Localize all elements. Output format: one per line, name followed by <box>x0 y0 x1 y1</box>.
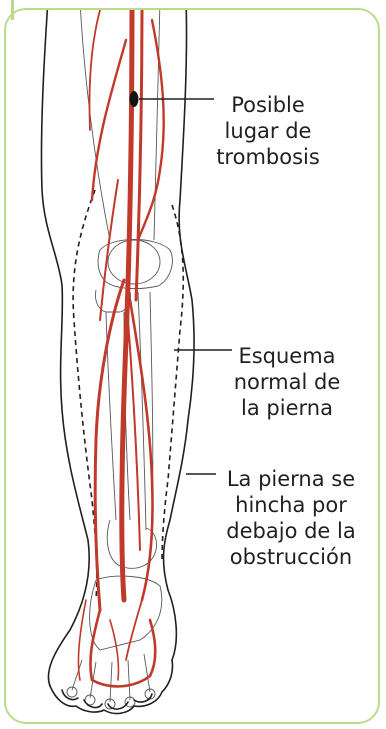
label-swelling: La pierna se hincha por debajo de la obs… <box>210 466 372 570</box>
label-thrombosis-site: Posible lugar de trombosis <box>208 92 328 170</box>
thrombus-marker <box>130 91 139 107</box>
bones <box>67 0 172 709</box>
label-normal-outline: Esquema normal de la pierna <box>222 343 352 421</box>
swollen-leg-outline <box>41 0 194 686</box>
